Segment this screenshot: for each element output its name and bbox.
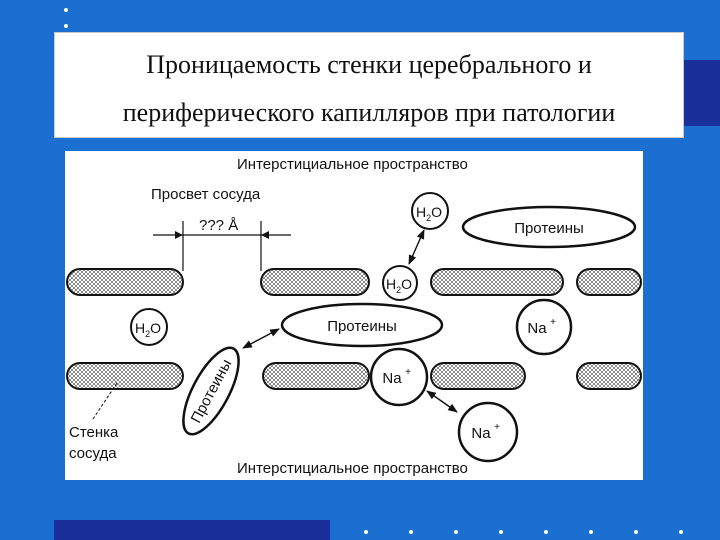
sodium-ion-pore: Na +: [369, 347, 429, 407]
proteins-interstitial: Протеины: [461, 205, 637, 249]
wall-segment-bottom-4: [576, 362, 642, 390]
decor-dot: [544, 530, 548, 534]
wall-segment-top-1: [66, 268, 184, 296]
water-molecule-pore: H2O: [382, 265, 418, 301]
gap-size-label: ??? Å: [199, 217, 238, 234]
decor-dot: [364, 530, 368, 534]
decor-dot: [679, 530, 683, 534]
interstitial-label-bottom: Интерстициальное пространство: [237, 460, 468, 477]
svg-text:H2O: H2O: [416, 204, 442, 223]
decor-dot: [64, 24, 68, 28]
decor-dot: [409, 530, 413, 534]
svg-text:Na: Na: [527, 320, 547, 337]
capillary-diagram-svg: Интерстициальное пространство Просвет со…: [66, 156, 642, 477]
gap-arrow-left: [175, 231, 183, 239]
svg-text:Протеины: Протеины: [514, 220, 584, 237]
wall-segment-bottom-2: [262, 362, 370, 390]
wall-label-line-2: сосуда: [69, 445, 117, 462]
decor-dot: [634, 530, 638, 534]
wall-segment-top-2: [260, 268, 370, 296]
decor-dot: [499, 530, 503, 534]
svg-text:Протеины: Протеины: [327, 318, 397, 335]
wall-leader-line: [92, 382, 118, 420]
decor-dot: [589, 530, 593, 534]
sodium-exchange-arrow: [426, 390, 458, 413]
protein-exchange-arrow: [242, 328, 280, 349]
accent-bar-right: [684, 60, 720, 126]
decor-dot: [64, 8, 68, 12]
slide-title-line-2: периферического капилляров при патологии: [122, 98, 616, 127]
water-exchange-arrow: [408, 229, 425, 265]
interstitial-label-top: Интерстициальное пространство: [237, 156, 468, 173]
lumen-label: Просвет сосуда: [151, 186, 261, 203]
proteins-lumen: Протеины: [280, 302, 444, 348]
capillary-diagram: Интерстициальное пространство Просвет со…: [65, 151, 643, 480]
wall-segment-top-4: [576, 268, 642, 296]
proteins-crossing-wall: Протеины: [182, 346, 240, 436]
svg-text:H2O: H2O: [386, 276, 412, 295]
title-panel: Проницаемость стенки церебрального и пер…: [54, 32, 684, 138]
accent-bar-bottom: [54, 520, 330, 540]
gap-arrow-right: [261, 231, 269, 239]
svg-text:+: +: [405, 367, 411, 378]
wall-segment-top-3: [430, 268, 564, 296]
svg-text:Na: Na: [382, 370, 402, 387]
water-molecule-interstitial: H2O: [411, 192, 449, 230]
wall-segment-bottom-3: [430, 362, 526, 390]
wall-segment-bottom-1: [66, 362, 184, 390]
slide-title-line-1: Проницаемость стенки церебрального и: [146, 50, 592, 79]
svg-text:+: +: [494, 422, 500, 433]
sodium-ion-interstitial: Na +: [457, 401, 519, 463]
svg-text:Na: Na: [471, 425, 491, 442]
svg-text:H2O: H2O: [135, 320, 161, 339]
wall-label-line-1: Стенка: [69, 424, 119, 441]
decor-dot: [454, 530, 458, 534]
svg-text:+: +: [550, 317, 556, 328]
water-molecule-lumen: H2O: [130, 308, 168, 346]
sodium-ion-lumen-right: Na +: [515, 298, 573, 356]
